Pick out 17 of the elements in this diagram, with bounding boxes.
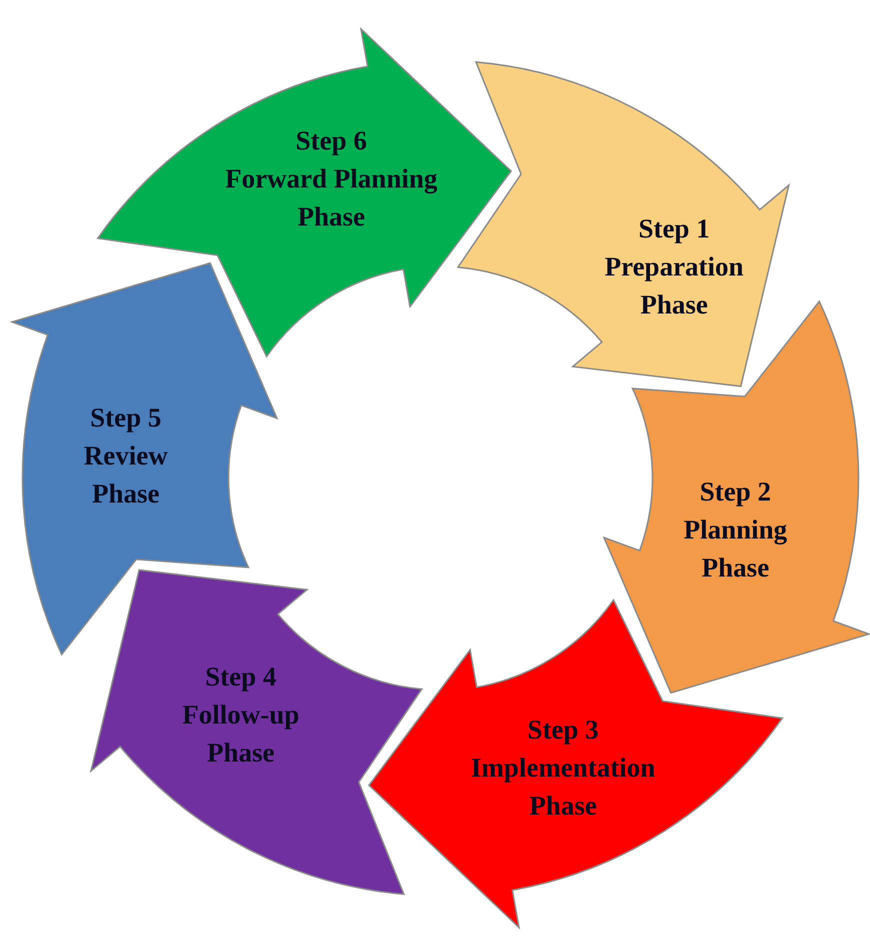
arrow-segment [88, 568, 424, 898]
step-number: Step 5 [90, 401, 162, 434]
phase-name: Implementation Phase [470, 751, 656, 822]
phase-name: Preparation Phase [604, 250, 745, 322]
phase-name: Follow-up Phase [181, 698, 300, 770]
step-number: Step 6 [296, 124, 367, 158]
arrow-segment [94, 26, 513, 358]
arrow-segment [456, 58, 792, 388]
arrow-segment [367, 598, 786, 930]
step-number: Step 2 [700, 475, 772, 508]
phase-name: Review Phase [82, 439, 169, 510]
step-number: Step 3 [527, 713, 599, 746]
step-number: Step 1 [638, 212, 710, 246]
step-number: Step 4 [205, 660, 276, 694]
phase-name: Planning Phase [682, 513, 788, 584]
arrow-segment [10, 261, 278, 658]
phase-name: Forward Planning Phase [224, 162, 438, 234]
